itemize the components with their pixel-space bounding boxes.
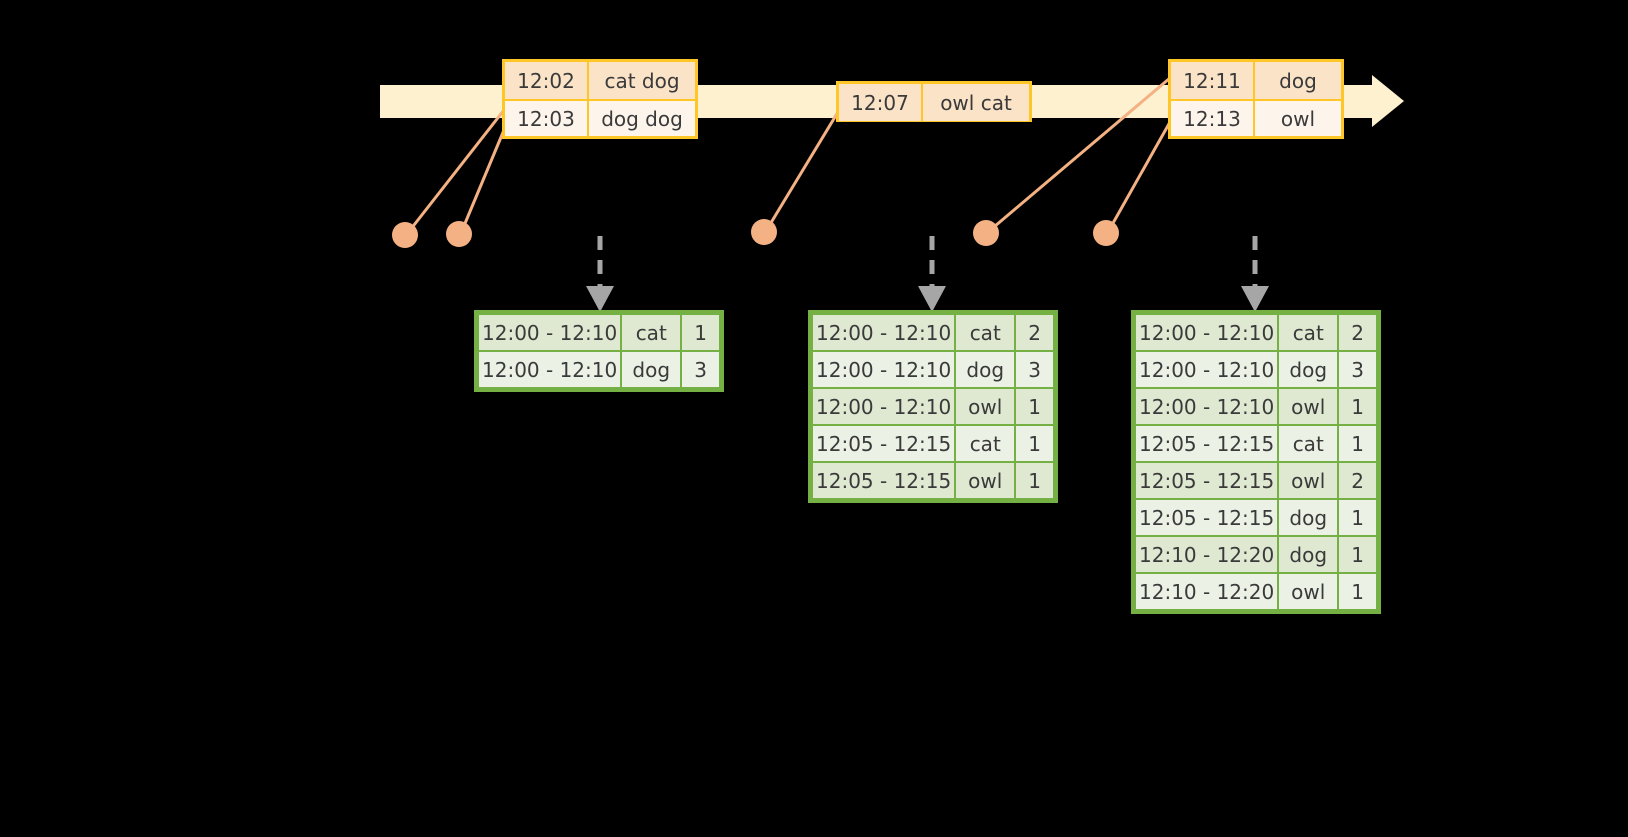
cell-window: 12:00 - 12:10 (1135, 314, 1279, 351)
event-row: 12:07 owl cat (839, 84, 1029, 121)
event-value: owl cat (923, 84, 1029, 121)
event-box-2[interactable]: 12:07 owl cat (836, 81, 1032, 122)
flow-arrow-lines (597, 236, 1258, 288)
event-time: 12:02 (505, 62, 589, 99)
event-dot-4 (973, 220, 999, 246)
event-box-1[interactable]: 12:02 cat dog 12:03 dog dog (502, 59, 698, 139)
event-value: dog (1255, 62, 1341, 99)
cell-count: 3 (1338, 351, 1377, 388)
cell-count: 1 (1015, 462, 1054, 499)
cell-word: owl (955, 388, 1016, 425)
cell-window: 12:05 - 12:15 (1135, 425, 1279, 462)
cell-window: 12:00 - 12:10 (478, 351, 622, 388)
event-time: 12:03 (505, 101, 589, 136)
event-row: 12:13 owl (1171, 99, 1341, 136)
cell-word: cat (955, 425, 1016, 462)
cell-word: dog (621, 351, 682, 388)
cell-word: dog (1278, 351, 1339, 388)
cell-word: owl (955, 462, 1016, 499)
event-value: cat dog (589, 62, 695, 99)
cell-window: 12:00 - 12:10 (812, 351, 956, 388)
cell-count: 1 (1015, 388, 1054, 425)
event-value: owl (1255, 101, 1341, 136)
event-dot-1 (392, 222, 418, 248)
cell-window: 12:10 - 12:20 (1135, 573, 1279, 610)
cell-word: owl (1278, 388, 1339, 425)
cell-window: 12:00 - 12:10 (1135, 351, 1279, 388)
cell-word: cat (955, 314, 1016, 351)
cell-count: 1 (1015, 425, 1054, 462)
cell-word: cat (621, 314, 682, 351)
cell-count: 1 (681, 314, 720, 351)
flow-arrow-heads (586, 286, 1269, 312)
cell-count: 1 (1338, 573, 1377, 610)
event-row: 12:03 dog dog (505, 99, 695, 136)
event-dot-3 (751, 219, 777, 245)
event-dot-2 (446, 221, 472, 247)
event-time: 12:11 (1171, 62, 1255, 99)
cell-count: 2 (1338, 314, 1377, 351)
cell-window: 12:00 - 12:10 (812, 314, 956, 351)
event-row: 12:11 dog (1171, 62, 1341, 99)
cell-count: 1 (1338, 425, 1377, 462)
cell-count: 1 (1338, 536, 1377, 573)
cell-window: 12:05 - 12:15 (1135, 462, 1279, 499)
cell-window: 12:05 - 12:15 (812, 462, 956, 499)
cell-window: 12:05 - 12:15 (812, 425, 956, 462)
cell-word: owl (1278, 573, 1339, 610)
cell-word: dog (1278, 536, 1339, 573)
event-time: 12:13 (1171, 101, 1255, 136)
cell-word: owl (1278, 462, 1339, 499)
event-row: 12:02 cat dog (505, 62, 695, 99)
cell-word: cat (1278, 425, 1339, 462)
timeline-arrowhead (1372, 75, 1404, 127)
cell-window: 12:05 - 12:15 (1135, 499, 1279, 536)
cell-count: 3 (1015, 351, 1054, 388)
cell-count: 1 (1338, 388, 1377, 425)
cell-word: dog (955, 351, 1016, 388)
cell-count: 2 (1015, 314, 1054, 351)
event-time: 12:07 (839, 84, 923, 121)
event-dot-5 (1093, 220, 1119, 246)
cell-window: 12:00 - 12:10 (1135, 388, 1279, 425)
cell-window: 12:10 - 12:20 (1135, 536, 1279, 573)
cell-word: dog (1278, 499, 1339, 536)
cell-count: 3 (681, 351, 720, 388)
cell-count: 1 (1338, 499, 1377, 536)
cell-window: 12:00 - 12:10 (478, 314, 622, 351)
event-value: dog dog (589, 101, 695, 136)
cell-window: 12:00 - 12:10 (812, 388, 956, 425)
cell-count: 2 (1338, 462, 1377, 499)
cell-word: cat (1278, 314, 1339, 351)
event-box-3[interactable]: 12:11 dog 12:13 owl (1168, 59, 1344, 139)
